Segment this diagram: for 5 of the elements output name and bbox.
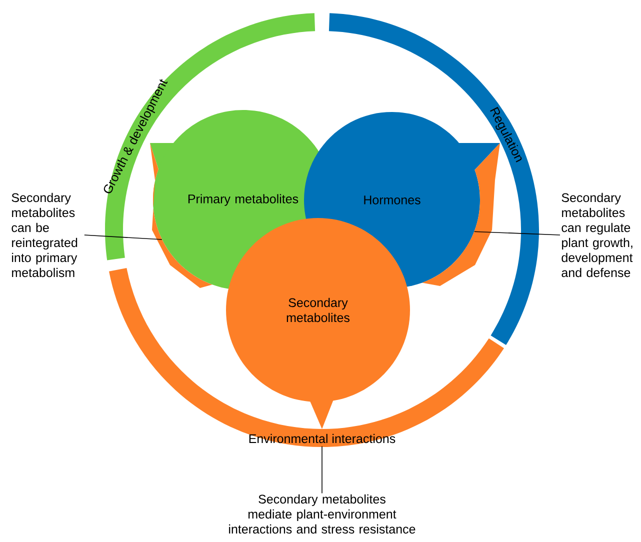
leader-line [474,231,560,236]
leader-line [84,234,162,240]
note: Secondary metabolites can be reintegrated into primary metabolism [12,192,78,278]
note: Secondary metabolites mediate plant-environment interactions and stress resistance [229,494,416,534]
note: Secondary metabolites can regulate plant growth, development and defense [562,192,633,278]
